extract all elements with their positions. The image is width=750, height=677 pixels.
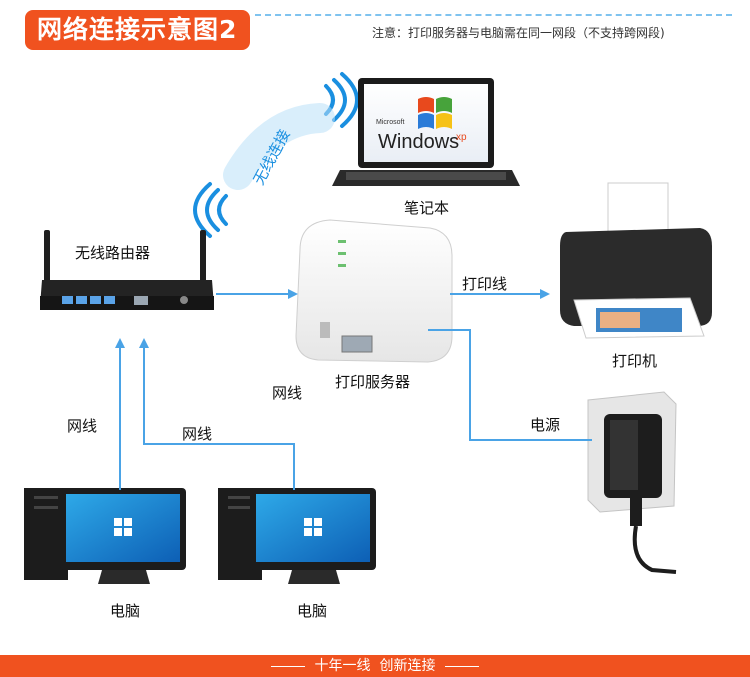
power-label: 电源 <box>530 416 561 434</box>
router-icon <box>40 230 214 310</box>
printer-label: 打印机 <box>612 352 658 370</box>
laptop-edition: xp <box>456 132 467 143</box>
pc-right-label: 电脑 <box>297 602 328 620</box>
print-cable-label: 打印线 <box>462 275 508 293</box>
desktop-pc-right-icon <box>218 488 376 584</box>
desktop-pc-left-icon <box>24 488 186 584</box>
footer-dash-left <box>270 665 305 667</box>
router-label: 无线路由器 <box>75 244 151 262</box>
print-server-to-power-line <box>428 329 592 441</box>
laptop-icon <box>332 78 520 186</box>
wireless-beam <box>223 103 335 190</box>
print-server-icon <box>295 219 453 363</box>
print-server-label: 打印服务器 <box>335 373 411 391</box>
net-cable-middle-label: 网线 <box>272 384 303 402</box>
laptop-brand: Windows <box>378 131 459 153</box>
printer-icon <box>560 182 712 339</box>
header-note: 注意：打印服务器与电脑需在同一网段（不支持跨网段) <box>372 26 665 40</box>
footer-dash-right <box>445 665 480 667</box>
net-cable-right-label: 网线 <box>182 425 213 443</box>
footer-slogan-left: 十年一线 <box>314 658 371 674</box>
diagram-title: 网络连接示意图2 <box>25 10 250 50</box>
net-cable-left-label: 网线 <box>67 417 98 435</box>
header-divider <box>255 14 732 16</box>
footer-slogan-right: 创新连接 <box>379 658 436 674</box>
power-adapter-icon <box>587 391 677 574</box>
pc-left-label: 电脑 <box>110 602 141 620</box>
wifi-waves-router-icon <box>193 182 228 238</box>
footer-bar: 十年一线 创新连接 <box>0 655 750 677</box>
laptop-label: 笔记本 <box>404 199 450 217</box>
pc-right-to-router-line <box>139 338 295 490</box>
laptop-brand-small: Microsoft <box>376 119 404 126</box>
